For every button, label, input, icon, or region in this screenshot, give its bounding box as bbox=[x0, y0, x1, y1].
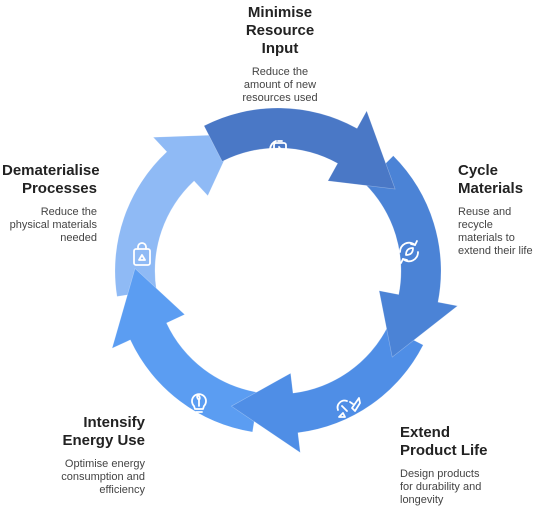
step-intensify-energy-use: Intensify Energy Use Optimise energy con… bbox=[20, 414, 145, 497]
step-description: Reduce the amount of new resources used bbox=[242, 66, 318, 104]
step-dematerialise-processes: Dematerialise Processes Reduce the physi… bbox=[2, 162, 100, 245]
step-title: Cycle Materials bbox=[458, 162, 524, 197]
step-description: Reuse and recycle materials to extend th… bbox=[458, 206, 533, 257]
arrow-segment-extend bbox=[230, 326, 424, 454]
step-minimise-resource-input: Minimise Resource Input Reduce the amoun… bbox=[205, 4, 355, 105]
arrow-segment-dematerialise bbox=[114, 133, 237, 297]
step-description: Reduce the physical materials needed bbox=[9, 206, 97, 244]
step-title: Minimise Resource Input bbox=[245, 4, 315, 57]
arrow-segment-cycle bbox=[364, 155, 459, 358]
arrow-segment-intensify bbox=[111, 267, 260, 433]
battery-refresh-icon bbox=[269, 140, 291, 162]
step-extend-product-life: Extend Product Life Design products for … bbox=[400, 424, 540, 507]
recycle-leaf-icon bbox=[399, 240, 419, 264]
step-cycle-materials: Cycle Materials Reuse and recycle materi… bbox=[458, 162, 548, 258]
step-title: Extend Product Life bbox=[400, 424, 488, 459]
lightbulb-leaf-icon bbox=[191, 393, 207, 413]
arrow-segment-minimise bbox=[203, 107, 396, 190]
step-description: Optimise energy consumption and efficien… bbox=[61, 458, 145, 496]
step-description: Design products for durability and longe… bbox=[400, 468, 482, 506]
recycle-bag-icon bbox=[133, 242, 151, 266]
step-title: Dematerialise Processes bbox=[2, 162, 100, 197]
step-title: Intensify Energy Use bbox=[62, 414, 145, 449]
satellite-rocket-icon bbox=[336, 397, 361, 418]
